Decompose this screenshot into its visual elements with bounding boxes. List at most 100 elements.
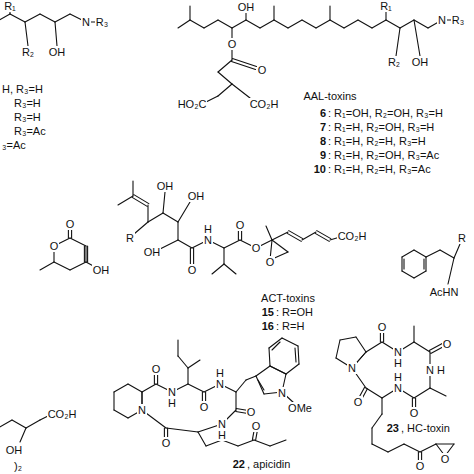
bond-line (403, 259, 404, 269)
atom-label: : R₁=H, R₂=H, R₃=Ac (327, 163, 432, 175)
atom-label: OH (156, 180, 175, 192)
atom-label: CO₂H (47, 408, 78, 420)
atom-label: O (151, 363, 162, 375)
bond-line (232, 84, 250, 98)
bond-line (212, 264, 224, 274)
bond-line (178, 356, 188, 368)
bond-line (366, 388, 382, 398)
bond-line (113, 392, 114, 410)
compound-number: 10 (313, 163, 327, 175)
atom-label: O (353, 396, 364, 408)
atom-label: N (393, 382, 403, 394)
bond-line (246, 20, 260, 28)
atom-label: ACT-toxins (260, 292, 316, 304)
atom-label: N (203, 234, 213, 246)
atom-label: O (199, 401, 210, 413)
atom-label: O (65, 218, 76, 230)
bond-line (118, 196, 133, 205)
bond-line (218, 60, 232, 72)
bond-line (336, 340, 340, 358)
bond-line (163, 213, 178, 222)
atom-label: O (409, 407, 420, 419)
bond-line (436, 443, 454, 444)
bond-line (386, 20, 400, 28)
atom-label: O (251, 242, 262, 254)
bond-line (147, 205, 148, 222)
atom-label: OH (92, 264, 111, 276)
bond-line (178, 240, 192, 248)
atom-label: R₂ (21, 46, 35, 58)
atom-label: OH (187, 190, 206, 202)
bond-line (315, 233, 329, 241)
bond-line (85, 246, 86, 262)
atom-label: H, R₃=H (1, 83, 44, 95)
bond-line (440, 250, 454, 258)
bond-line (454, 244, 460, 258)
bond-line (404, 444, 420, 452)
compound-number: 16 (261, 320, 275, 332)
bond-line (70, 262, 86, 270)
atom-label: H (167, 397, 177, 409)
atom-label: N (425, 364, 435, 376)
bond-line (266, 226, 272, 240)
atom-label: O (246, 406, 257, 418)
atom-label: N (277, 387, 287, 399)
bond-line (413, 326, 414, 342)
bond-line (448, 258, 454, 284)
bond-line (414, 20, 428, 28)
atom-label: H (393, 357, 403, 369)
atom-label: : R=OH (275, 306, 314, 318)
bond-line (55, 14, 70, 22)
bond-line (270, 366, 286, 374)
bond-line (70, 238, 86, 246)
bond-line (287, 233, 301, 241)
bond-line (178, 202, 190, 222)
atom-label: N (437, 14, 447, 26)
bond-line (177, 340, 178, 356)
atom-label: O (251, 420, 262, 432)
bond-line (0, 420, 12, 428)
bond-line (87, 246, 88, 262)
atom-label: H (203, 223, 213, 235)
atom-label: HO₂C (177, 98, 208, 110)
compound-number: 9 (319, 149, 327, 161)
bond-line (426, 250, 440, 257)
atom-label: ₃=Ac (1, 139, 27, 151)
bond-line (166, 428, 198, 432)
bond-line (372, 444, 388, 452)
bond-line (273, 6, 274, 20)
atom-label: O (442, 338, 453, 350)
bond-line (132, 197, 147, 206)
bond-line (302, 232, 316, 240)
atom-label: : R=H (275, 320, 305, 332)
atom-label: H (215, 367, 225, 379)
bond-line (218, 20, 232, 28)
atom-label: O (377, 321, 388, 333)
bond-line (26, 420, 40, 428)
atom-label: : R₁=H, R₂=OH, R₃=H (327, 121, 435, 133)
bond-line (269, 348, 270, 366)
bond-line (260, 20, 274, 28)
atom-label: , apicidin (246, 458, 291, 470)
bond-line (366, 342, 382, 352)
bond-line (295, 348, 296, 362)
atom-label: CO₂H (337, 230, 368, 242)
atom-label: R₂ (387, 56, 401, 68)
bond-line (163, 192, 165, 213)
atom-label: N (215, 378, 225, 390)
compound-number: 7 (319, 121, 327, 133)
bond-line (289, 231, 303, 239)
bond-line (190, 20, 204, 28)
bond-line (114, 384, 128, 392)
bond-line (356, 337, 366, 352)
compound-number: 6 (319, 107, 327, 119)
bond-line (204, 20, 218, 28)
bond-line (358, 20, 372, 28)
bond-line (40, 14, 55, 22)
bond-line (414, 20, 420, 56)
bond-line (189, 6, 190, 20)
bond-line (114, 410, 128, 418)
bond-line (388, 444, 404, 452)
